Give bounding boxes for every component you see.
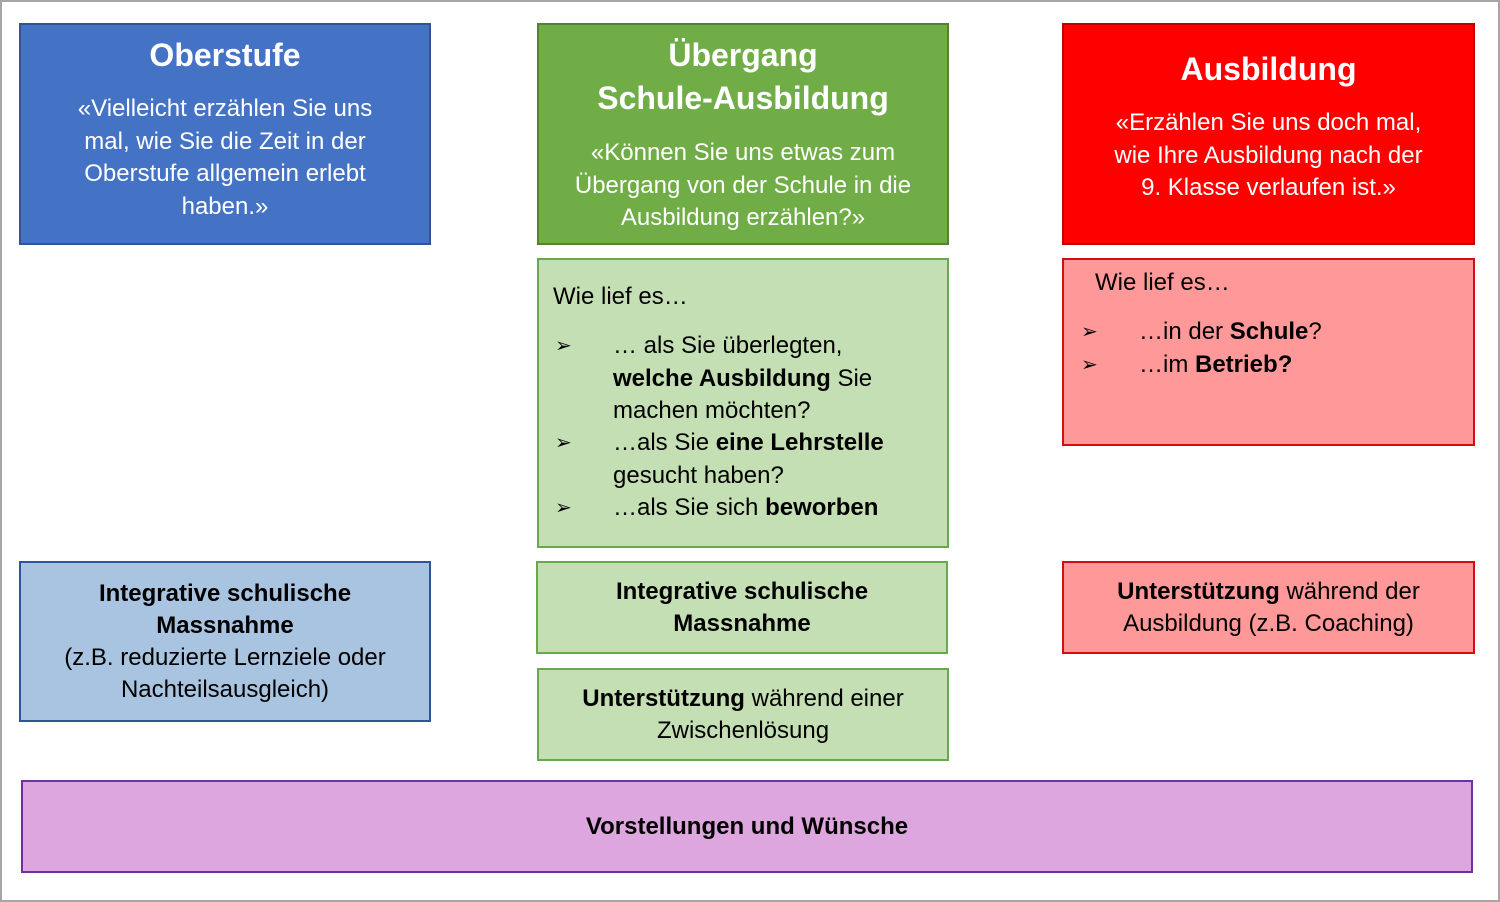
question-line: welche Ausbildung Sie [613, 364, 873, 392]
uebergang-question-1: … als Sie überlegten, welche Ausbildung … [613, 330, 872, 428]
uebergang-question-3: …als Sie sich beworben [613, 492, 878, 525]
wishes-footer-box: Vorstellungen und Wünsche [21, 780, 1473, 873]
ausbildung-quote-line: wie Ihre Ausbildung nach der [1114, 141, 1423, 169]
oberstufe-quote-line: Oberstufe allgemein erlebt [84, 160, 366, 187]
support-line: Unterstützung während einer [582, 684, 904, 712]
question-line: …als Sie sich beworben [613, 494, 879, 521]
support-title-line: Massnahme [673, 609, 811, 637]
uebergang-quote-line: Ausbildung erzählen?» [620, 204, 866, 231]
arrowhead-bullet-icon: ➢ [1081, 321, 1098, 343]
uebergang-support-box-1: Integrative schulische Massnahme [536, 561, 948, 654]
uebergang-title-line: Übergang [668, 37, 818, 73]
support-line: Ausbildung (z.B. Coaching) [1123, 609, 1414, 637]
oberstufe-quote-line: haben.» [181, 192, 269, 220]
wishes-footer-label: Vorstellungen und Wünsche [585, 812, 909, 840]
oberstufe-support-box: Integrative schulische Massnahme (z.B. r… [19, 561, 431, 722]
question-line: …als Sie eine Lehrstelle [613, 429, 884, 456]
question-line: … als Sie überlegten, [613, 332, 843, 359]
support-line: Zwischenlösung [656, 716, 830, 744]
support-title-line: Integrative schulische [615, 577, 869, 605]
arrowhead-bullet-icon: ➢ [555, 335, 572, 357]
arrowhead-bullet-icon: ➢ [555, 432, 572, 454]
ausbildung-header-box: Ausbildung «Erzählen Sie uns doch mal, w… [1062, 23, 1475, 245]
ausbildung-question-1: …in der Schule? [1139, 318, 1322, 345]
uebergang-support-box-2: Unterstützung während einer Zwischenlösu… [537, 668, 949, 761]
ausbildung-questions-intro: Wie lief es… [1095, 269, 1230, 296]
question-line: gesucht haben? [613, 461, 784, 489]
uebergang-questions-box: Wie lief es… ➢ … als Sie überlegten, wel… [537, 258, 949, 548]
ausbildung-support-box: Unterstützung während der Ausbildung (z.… [1062, 561, 1475, 654]
ausbildung-quote: «Erzählen Sie uns doch mal, wie Ihre Aus… [1064, 107, 1473, 205]
oberstufe-quote-line: «Vielleicht erzählen Sie uns [77, 95, 373, 122]
uebergang-header-box: Übergang Schule-Ausbildung «Können Sie u… [537, 23, 949, 245]
uebergang-quote: «Können Sie uns etwas zum Übergang von d… [539, 137, 947, 235]
ausbildung-title: Ausbildung [1180, 51, 1357, 87]
ausbildung-questions-box: Wie lief es… ➢ …in der Schule? ➢ …im Bet… [1062, 258, 1475, 446]
oberstufe-quote-line: mal, wie Sie die Zeit in der [84, 127, 366, 155]
ausbildung-quote-line: «Erzählen Sie uns doch mal, [1115, 109, 1422, 136]
support-title-line: Massnahme [156, 611, 294, 639]
support-detail-line: Nachteilsausgleich) [120, 675, 330, 703]
support-title-line: Integrative schulische [98, 579, 352, 607]
ausbildung-quote-line: 9. Klasse verlaufen ist.» [1141, 174, 1396, 201]
support-detail-line: (z.B. reduzierte Lernziele oder [64, 643, 386, 671]
question-line: machen möchten? [613, 397, 811, 424]
oberstufe-quote: «Vielleicht erzählen Sie uns mal, wie Si… [21, 93, 429, 223]
arrowhead-bullet-icon: ➢ [1081, 354, 1098, 376]
uebergang-title-line: Schule-Ausbildung [597, 80, 889, 116]
arrowhead-bullet-icon: ➢ [555, 497, 572, 519]
oberstufe-title: Oberstufe [149, 37, 301, 73]
uebergang-quote-line: Übergang von der Schule in die [574, 171, 912, 199]
uebergang-question-2: …als Sie eine Lehrstelle gesucht haben? [613, 427, 884, 492]
ausbildung-question-2: …im Betrieb? [1139, 351, 1293, 378]
uebergang-quote-line: «Können Sie uns etwas zum [590, 139, 896, 166]
support-line: Unterstützung während der [1117, 577, 1420, 605]
uebergang-questions-intro: Wie lief es… [553, 283, 688, 310]
oberstufe-header-box: Oberstufe «Vielleicht erzählen Sie uns m… [19, 23, 431, 245]
